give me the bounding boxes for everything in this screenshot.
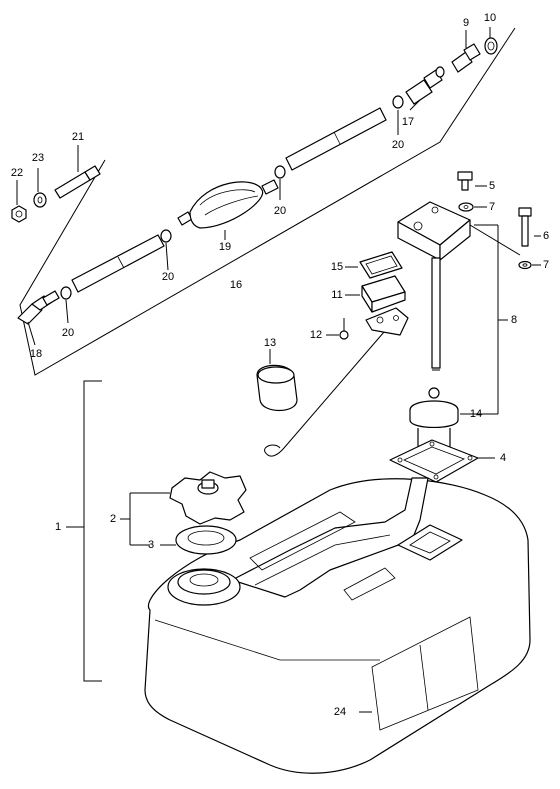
washer-23 [33, 168, 47, 208]
callout-15: 15 [331, 261, 343, 273]
gasket-15 [345, 251, 403, 279]
bolt-6 [518, 207, 541, 247]
callout-12: 12 [310, 329, 322, 341]
bolt-5 [457, 171, 487, 191]
callout-21: 21 [72, 131, 84, 143]
callout-20-top: 20 [392, 139, 404, 151]
gasket-4 [389, 439, 495, 483]
callout-16: 16 [230, 279, 242, 291]
nut-22 [11, 180, 27, 223]
callout-24: 24 [334, 706, 346, 718]
callout-22: 22 [11, 167, 23, 179]
filler-cap-2 [169, 471, 247, 525]
float-13 [256, 349, 298, 412]
callout-3: 3 [148, 539, 154, 551]
hose-segment-left [71, 234, 165, 293]
hose-segment-right [285, 107, 387, 171]
side-label-24 [371, 616, 479, 731]
pickup-assembly [397, 201, 521, 415]
gauge-cover-11 [345, 275, 406, 313]
callout-5: 5 [489, 180, 495, 192]
connector-18 [17, 290, 60, 346]
callout-20-middle: 20 [162, 271, 174, 283]
callout-labels: 1 2 3 4 5 6 7 7 8 9 10 11 12 13 14 15 16… [11, 12, 549, 718]
callout-8: 8 [511, 314, 517, 326]
callout-1: 1 [55, 521, 61, 533]
callout-7-upper: 7 [489, 201, 495, 213]
top-label-plate [249, 511, 356, 571]
callout-4: 4 [500, 452, 506, 464]
gauge-float-arm [264, 307, 409, 457]
callout-20-right: 20 [274, 205, 286, 217]
callout-20-left: 20 [62, 327, 74, 339]
callout-19: 19 [219, 241, 231, 253]
callout-7-lower: 7 [543, 259, 549, 271]
callout-2: 2 [110, 513, 116, 525]
callout-11: 11 [331, 289, 342, 301]
callout-14: 14 [470, 408, 482, 420]
tank-bracket [83, 380, 102, 682]
callout-13: 13 [264, 337, 276, 349]
o-ring-10 [484, 27, 498, 55]
fuel-hose-assembly [17, 27, 516, 376]
fitting-21 [54, 145, 101, 199]
fuel-tank-1 [144, 477, 531, 774]
top-label-plate-small [343, 567, 396, 601]
callout-23: 23 [32, 152, 44, 164]
washer-7-lower [518, 260, 541, 270]
callout-9: 9 [463, 17, 469, 29]
callout-18: 18 [30, 348, 42, 360]
callout-10: 10 [484, 12, 496, 24]
coupler-9 [451, 30, 481, 73]
cap-gasket-3 [160, 525, 237, 555]
callout-6: 6 [543, 230, 549, 242]
hose-clip-20-top [392, 95, 404, 135]
screw-12 [326, 318, 349, 340]
hose-clip-20-middle [160, 229, 172, 271]
callout-17: 17 [402, 116, 414, 128]
hose-group-bracket [19, 27, 516, 376]
hose-clip-20-left [60, 286, 72, 324]
primer-bulb-19 [177, 179, 279, 240]
hose-clip-20-right [274, 165, 286, 200]
washer-7-upper [458, 202, 487, 212]
connector-17 [405, 66, 445, 111]
